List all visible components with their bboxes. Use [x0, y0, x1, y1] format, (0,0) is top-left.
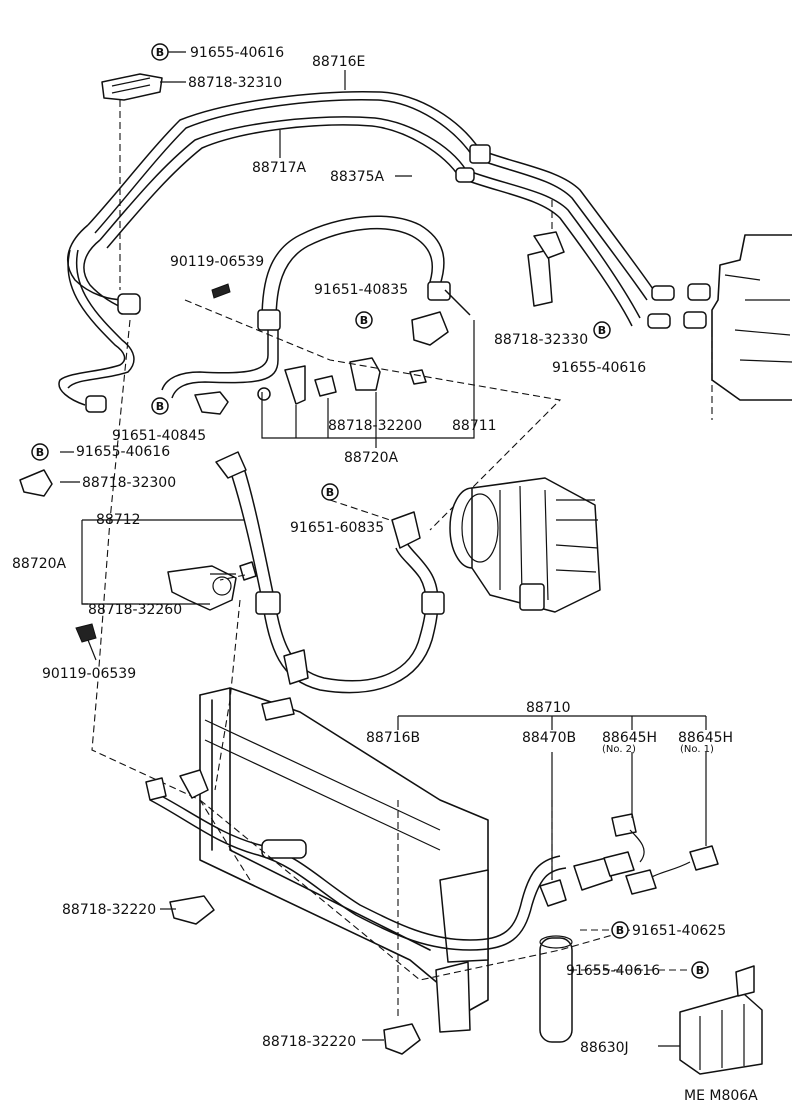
label-88470B: 88470B: [522, 730, 576, 746]
bolt-badge-2: B: [355, 311, 373, 329]
label-90119-06539-top: 90119-06539: [170, 254, 264, 270]
leader-lines: [60, 51, 707, 1047]
bolt-badge-5: B: [31, 443, 49, 461]
svg-text:B: B: [598, 324, 606, 337]
engine-block-edge: [711, 234, 792, 420]
label-no1: (No. 1): [680, 744, 714, 755]
tube-88716E: [87, 91, 656, 301]
receiver-dryer: [539, 857, 613, 1043]
bolt-badge-1: B: [151, 43, 169, 61]
bolt-badge-8: B: [691, 961, 709, 979]
tube-88717A: [99, 116, 641, 327]
clip-88718-32310: [101, 73, 163, 101]
label-91651-60835: 91651-60835: [290, 520, 384, 536]
bracket-88718-32330: [527, 231, 565, 307]
label-88718-32330: 88718-32330: [494, 332, 588, 348]
tube-left-down: [58, 224, 135, 406]
bracket-lines-88711: [184, 299, 562, 531]
label-88710: 88710: [526, 700, 571, 716]
bolt-badge-4: B: [151, 397, 169, 415]
bolt-90119-06539-b: [75, 623, 97, 661]
clip-88718-32220-a: [169, 895, 215, 925]
svg-text:B: B: [36, 446, 44, 459]
label-88375A: 88375A: [330, 169, 385, 185]
label-91655-40616-top: 91655-40616: [190, 45, 284, 61]
label-88717A: 88717A: [252, 160, 307, 176]
label-91651-40835: 91651-40835: [314, 282, 408, 298]
bolt-badge-7: B: [611, 921, 629, 939]
svg-text:B: B: [616, 924, 624, 937]
clip-88718-32220-b: [383, 1023, 421, 1055]
label-88718-32310: 88718-32310: [188, 75, 282, 91]
bolt-badge-6: B: [321, 483, 339, 501]
label-88718-32220-bottom: 88718-32220: [262, 1034, 356, 1050]
label-88718-32200: 88718-32200: [328, 418, 422, 434]
label-88720A-lower: 88720A: [12, 556, 67, 572]
svg-text:B: B: [696, 964, 704, 977]
label-90119-06539-lower: 90119-06539: [42, 666, 136, 682]
dashed-leaders-lower: [199, 499, 690, 1020]
label-88720A-upper: 88720A: [344, 450, 399, 466]
label-88718-32300: 88718-32300: [82, 475, 176, 491]
tube-88716B: [145, 777, 567, 951]
label-88645H-no1: 88645H: [678, 730, 733, 746]
svg-text:B: B: [360, 314, 368, 327]
label-88718-32260: 88718-32260: [88, 602, 182, 618]
label-88645H-no2: 88645H: [602, 730, 657, 746]
hose-88712: [215, 451, 445, 694]
label-88716E: 88716E: [312, 54, 365, 70]
pressure-switches-88645H: [603, 813, 719, 895]
label-91655-40616-left: 91655-40616: [76, 444, 170, 460]
svg-text:B: B: [156, 400, 164, 413]
cooling-unit-88630J: [679, 965, 763, 1075]
hose-88711: [161, 215, 471, 415]
leader-dash-3: [91, 319, 251, 881]
svg-text:B: B: [156, 46, 164, 59]
compressor: [449, 477, 601, 613]
diagram-code: ME M806A: [684, 1088, 758, 1104]
label-91651-40845: 91651-40845: [112, 428, 206, 444]
label-88716B: 88716B: [366, 730, 420, 746]
bracket-88718-32200: [211, 283, 427, 405]
bolt-badge-3: B: [593, 321, 611, 339]
label-91655-40616-right: 91655-40616: [552, 360, 646, 376]
label-88630J: 88630J: [580, 1040, 629, 1056]
label-88712: 88712: [96, 512, 141, 528]
condenser: [179, 687, 489, 1033]
tube-clip-top: [85, 144, 711, 413]
label-no2: (No. 2): [602, 744, 636, 755]
clip-88718-32300: [19, 469, 53, 497]
label-91655-40616-lower: 91655-40616: [566, 963, 660, 979]
leader-dash-4: [214, 599, 241, 791]
label-88718-32220-left: 88718-32220: [62, 902, 156, 918]
svg-text:B: B: [326, 486, 334, 499]
label-88711: 88711: [452, 418, 497, 434]
label-91651-40625: 91651-40625: [632, 923, 726, 939]
bracket-88718-32260: [167, 561, 257, 611]
